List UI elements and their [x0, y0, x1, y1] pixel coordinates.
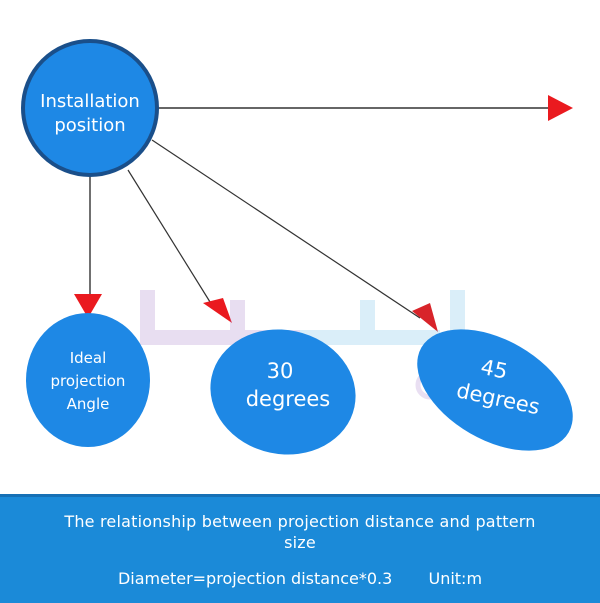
banner-unit: Unit:m — [428, 569, 483, 588]
banner-title: The relationship between projection dist… — [64, 512, 536, 552]
target-node-30-degrees: 30 degrees — [210, 329, 356, 455]
source-node-line-1: Installation — [40, 91, 140, 112]
arrow-head-ideal-icon — [74, 294, 102, 318]
30deg-node-line-2: degrees — [246, 387, 331, 411]
45deg-node-line-1: 45 — [479, 355, 510, 384]
target-node-ideal-projection-angle: Ideal projection Angle — [26, 313, 150, 447]
source-node-line-2: position — [54, 115, 125, 136]
arrow-head-right-icon — [548, 95, 573, 121]
target-node-45-degrees: 45 degrees — [417, 329, 573, 451]
ideal-node-line-3: Angle — [67, 395, 110, 413]
connector-45deg — [151, 139, 421, 319]
30deg-node-line-1: 30 — [267, 359, 294, 383]
arrow-head-30deg-icon — [203, 298, 232, 323]
banner-formula: Diameter=projection distance*0.3 — [117, 569, 393, 588]
arrow-head-45deg-icon — [412, 303, 438, 332]
source-node-installation-position: Installation position — [21, 39, 159, 177]
ideal-node-line-2: projection — [51, 372, 126, 390]
connector-30deg — [127, 169, 216, 311]
info-banner: The relationship between projection dist… — [0, 494, 600, 603]
banner-formula-row: Diameter=projection distance*0.3 Unit:m — [0, 569, 600, 589]
ideal-node-line-1: Ideal — [70, 349, 107, 367]
